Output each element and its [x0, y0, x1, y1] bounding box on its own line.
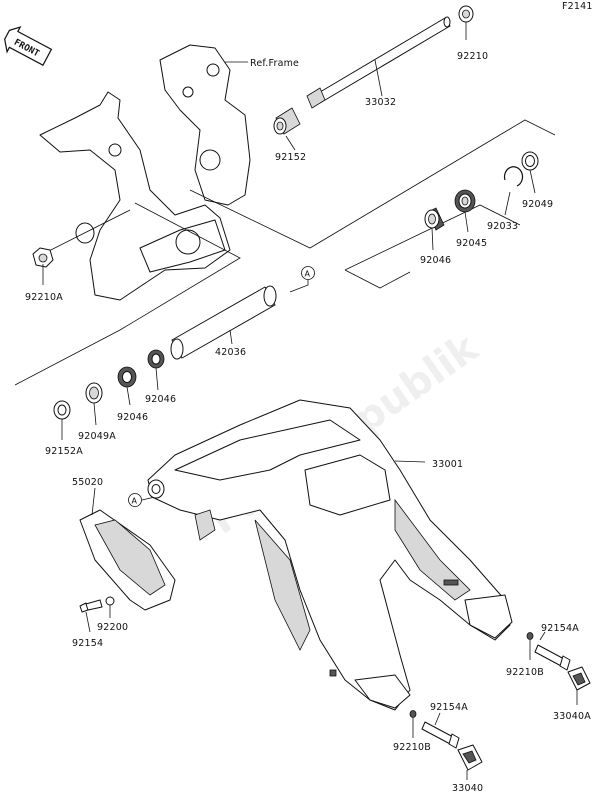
part-label-33001: 33001: [432, 459, 463, 470]
page-code: F2141: [562, 1, 593, 12]
collar-92152: [273, 107, 301, 135]
block-33040A: [567, 666, 591, 691]
part-label-55020: 55020: [72, 477, 103, 488]
part-label-92045: 92045: [456, 238, 487, 249]
part-label-92210B-right: 92210B: [506, 667, 544, 678]
part-label-92152A: 92152A: [45, 446, 83, 457]
pivot-shaft-33032: [306, 16, 451, 109]
frame-reference: Ref.Frame: [39, 44, 299, 301]
part-label-92049A: 92049A: [78, 431, 116, 442]
collar-92152A: [53, 400, 71, 420]
nut-92210A: [32, 247, 54, 268]
bolt-92154A-right: [534, 644, 571, 671]
nut-92210-top: [458, 5, 474, 23]
part-label-92046-left2: 92046: [145, 394, 176, 405]
seal-92049-right: [521, 151, 539, 171]
part-label-92210A: 92210A: [25, 292, 63, 303]
part-label-92049-right: 92049: [522, 199, 553, 210]
part-label-33032: 33032: [365, 97, 396, 108]
washer-92210B-right: [526, 632, 534, 640]
sleeve-42036: [170, 285, 277, 360]
guide-plane-right: [344, 204, 521, 271]
circlip-92033: [503, 166, 524, 187]
bolt-92154: [79, 599, 103, 613]
ref-frame-label: Ref.Frame: [250, 58, 299, 69]
part-label-92046-left1: 92046: [117, 412, 148, 423]
part-label-92210B-bottom: 92210B: [393, 742, 431, 753]
part-label-92046-right: 92046: [420, 255, 451, 266]
svg-text:A: A: [132, 497, 138, 506]
part-label-42036: 42036: [215, 347, 246, 358]
guide-line: [34, 209, 131, 259]
part-label-33040: 33040: [452, 783, 483, 794]
bearing-92046-left2: [147, 349, 165, 369]
front-arrow-icon: FRONT: [4, 26, 53, 67]
swingarm-33001: [147, 399, 513, 711]
part-label-92152: 92152: [275, 152, 306, 163]
part-label-92154A-bottom: 92154A: [430, 702, 468, 713]
guide-plane-top: [189, 119, 556, 249]
part-label-92210-top: 92210: [457, 51, 488, 62]
bearing-92045: [454, 189, 476, 213]
block-33040: [457, 744, 483, 771]
bearing-92046-left1: [117, 366, 137, 388]
bearing-92046-right: [424, 207, 445, 231]
callout-a-upper: A: [289, 266, 315, 293]
washer-92210B-bottom: [409, 710, 417, 718]
bolt-92154A-bottom: [421, 721, 460, 749]
part-label-92154A-right: 92154A: [541, 623, 579, 634]
guide-plane-left: [14, 202, 241, 386]
chain-guard-55020: [79, 509, 216, 611]
guide-line: [344, 269, 411, 289]
part-label-33040A: 33040A: [553, 711, 591, 722]
svg-text:A: A: [305, 270, 311, 279]
part-label-92200: 92200: [97, 622, 128, 633]
part-label-92154: 92154: [72, 638, 103, 649]
washer-92200: [105, 596, 115, 606]
part-label-92033: 92033: [487, 221, 518, 232]
seal-92049A: [85, 382, 103, 404]
callout-a-lower: A: [128, 493, 156, 507]
